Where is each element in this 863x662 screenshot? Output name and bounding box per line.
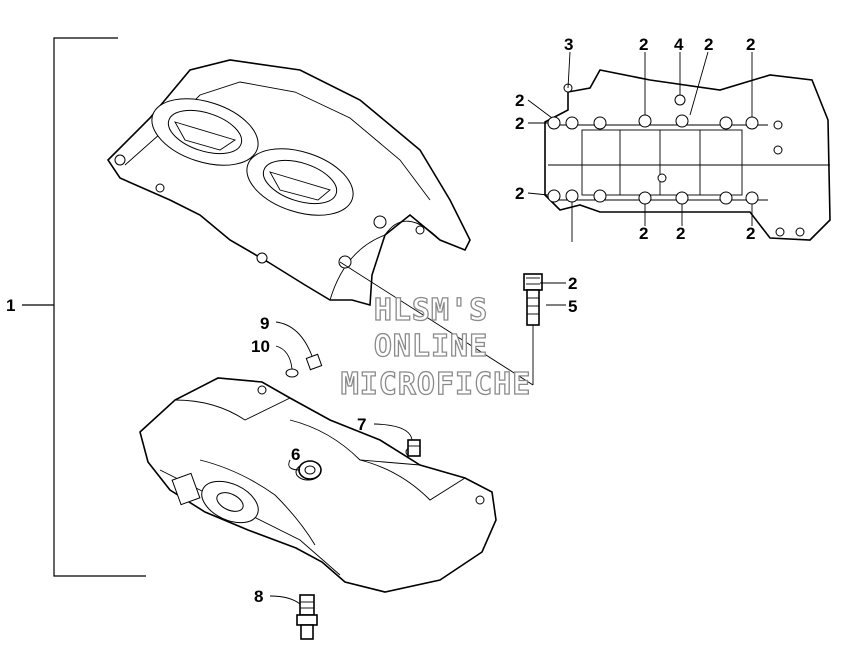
assembly-bracket: [22, 37, 146, 577]
stud: [523, 273, 543, 326]
watermark-line-1: HLSM'S: [374, 293, 488, 328]
callout-plug: 3: [564, 35, 573, 54]
callout-bolt-left-b: 2: [515, 114, 524, 133]
callout-dowel: 7: [357, 415, 366, 434]
callout-bolt-bottom-c: 2: [746, 224, 755, 243]
lower-crankcase: [139, 377, 497, 593]
leader-lines: [269, 51, 753, 605]
callout-stud: 5: [568, 297, 577, 316]
callout-bolt-bottom-a: 2: [639, 224, 648, 243]
watermark: HLSM'S ONLINE MICROFICHE: [340, 292, 532, 402]
watermark-line-2: ONLINE: [374, 329, 488, 364]
screw-and-washer: [285, 353, 323, 378]
callout-bolt-top-c: 2: [746, 35, 755, 54]
crankcase-top-view: [544, 69, 831, 241]
callout-drain-bolt: 8: [254, 587, 263, 606]
callout-pin: 4: [674, 35, 684, 54]
callout-assembly: 1: [6, 296, 15, 315]
dowel: [407, 439, 421, 457]
callout-bushing: 6: [291, 445, 300, 464]
callout-bolt-top-b: 2: [704, 35, 713, 54]
callout-bolt-left-c: 2: [515, 184, 524, 203]
upper-crankcase: [106, 59, 471, 307]
callout-bolt-single: 2: [568, 274, 577, 293]
callout-bolt-left-a: 2: [515, 91, 524, 110]
callout-bolt-top-a: 2: [639, 35, 648, 54]
callout-washer: 10: [251, 337, 270, 356]
callout-numbers: 1 3 2 4 2 2 2 2 2 2 2 2 2 5 9 10 6 7 8: [6, 35, 755, 606]
callout-bolt-bottom-b: 2: [676, 224, 685, 243]
callout-screw: 9: [260, 314, 269, 333]
watermark-line-3: MICROFICHE: [341, 367, 532, 402]
drain-bolt: [296, 594, 318, 640]
bushing: [298, 460, 322, 480]
